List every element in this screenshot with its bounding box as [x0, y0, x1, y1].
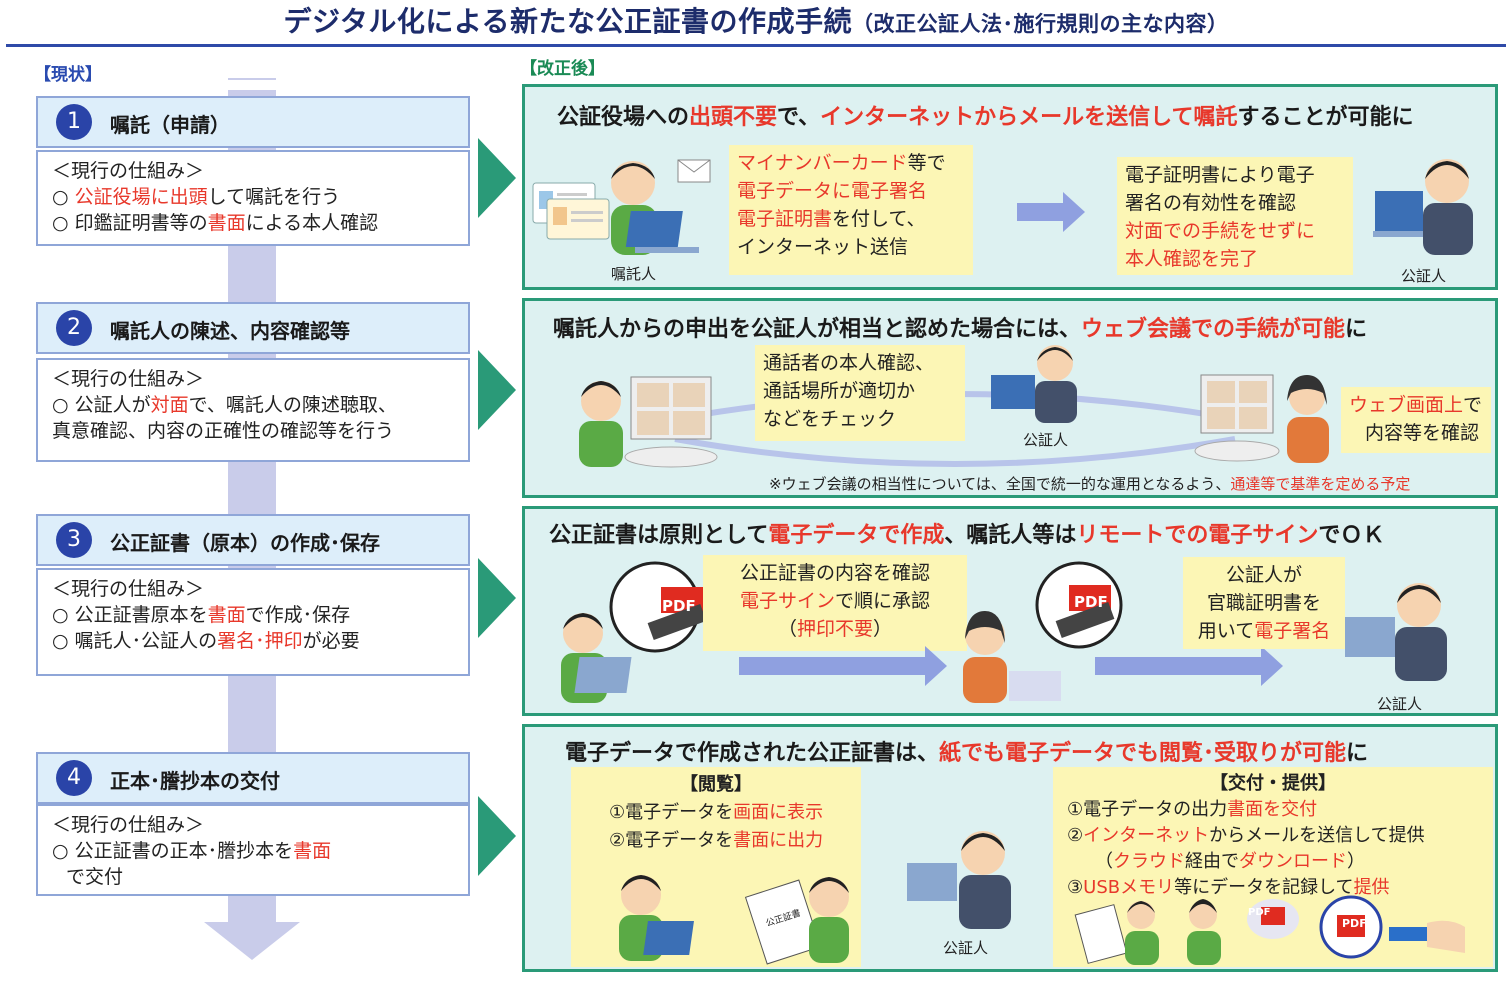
step-4-line-2: で交付	[66, 866, 124, 888]
client-web-meeting-icon	[579, 376, 718, 468]
step-1-heading: ＜現行の仕組み＞	[52, 160, 205, 182]
step-2-heading: ＜現行の仕組み＞	[52, 368, 205, 390]
step-1-body: ＜現行の仕組み＞ ○ 公証役場に出頭して嘱託を行う ○ 印鑑証明書等の書面による…	[36, 150, 470, 246]
step-3-heading: ＜現行の仕組み＞	[52, 578, 205, 600]
panel-2-box-2: ウェブ画面上で 内容等を確認	[1341, 387, 1491, 453]
panel-3-flow-arrow-1	[739, 646, 947, 686]
step-1-title: 嘱託（申請）	[110, 113, 230, 137]
panel-3-box-2: 公証人が 官職証明書を 用いて電子署名	[1183, 557, 1345, 649]
label-current: 【現状】	[34, 65, 102, 85]
panel-1-flow-arrow	[1017, 192, 1085, 232]
title-sub: （改正公証人法･施行規則の主な内容）	[852, 12, 1229, 36]
connector-arrow-3	[478, 558, 516, 638]
step-4-title: 正本･謄抄本の交付	[110, 769, 280, 793]
flow-arrow-head	[204, 922, 300, 960]
panel-4: 電子データで作成された公正証書は、紙でも電子データでも閲覧･受取りが可能に 【閲…	[522, 724, 1498, 972]
deliver-line-3: （クラウド経由でダウンロード）	[1095, 851, 1365, 872]
paper-delivery-icon	[1074, 901, 1159, 965]
view-heading: 【閲覧】	[680, 774, 752, 795]
step-2-line-2: 真意確認、内容の正確性の確認等を行う	[52, 420, 395, 442]
step-3-number: 3	[56, 522, 92, 558]
view-line-1: ①電子データを画面に表示	[609, 802, 824, 823]
panel-3-flow-arrow-2	[1095, 646, 1283, 686]
flow-arrow-top	[228, 78, 276, 92]
panel-1-box-2: 電子証明書により電子 署名の有効性を確認 対面での手続をせずに 本人確認を完了	[1117, 157, 1353, 275]
step-1-number: 1	[56, 104, 92, 140]
pdf-label: PDF	[1248, 907, 1271, 918]
panel-2-box-1: 通話者の本人確認、 通話場所が適切か などをチェック	[755, 345, 965, 441]
deliver-line-4: ③USBメモリ等にデータを記録して提供	[1067, 877, 1390, 898]
deliver-heading: 【交付・提供】	[1210, 773, 1336, 794]
cloud-download-icon	[1187, 899, 1299, 965]
step-3-header: 3 公正証書（原本）の作成･保存	[36, 514, 470, 566]
step-1-line-1: ○ 公証役場に出頭して嘱託を行う	[52, 186, 341, 208]
panel-2-note: ※ウェブ会議の相当性については、全国で統一的な運用となるよう、通達等で基準を定め…	[769, 475, 1411, 493]
party-e-signature-icon	[963, 561, 1123, 703]
panel-4-caption-notary: 公証人	[943, 939, 989, 957]
step-4-number: 4	[56, 760, 92, 796]
panel-4-title: 電子データで作成された公正証書は、紙でも電子データでも閲覧･受取りが可能に	[565, 741, 1369, 766]
pdf-label: PDF	[1342, 917, 1367, 930]
panel-1: 公証役場への出頭不要で、インターネットからメールを送信して嘱託することが可能に …	[522, 84, 1498, 290]
remote-party-web-meeting-icon	[1194, 374, 1329, 463]
connector-arrow-4	[478, 796, 516, 876]
notary-person-icon	[907, 831, 1011, 929]
step-3-title: 公正証書（原本）の作成･保存	[110, 531, 380, 555]
step-2-title: 嘱託人の陳述、内容確認等	[110, 319, 350, 343]
step-2-header: 2 嘱託人の陳述、内容確認等	[36, 302, 470, 354]
notary-person-icon	[991, 345, 1077, 423]
panel-3-box-1: 公正証書の内容を確認 電子サインで順に承認 （押印不要）	[703, 555, 967, 651]
step-4-header: 4 正本･謄抄本の交付	[36, 752, 470, 804]
usb-memory-icon	[1319, 895, 1465, 959]
step-3-body: ＜現行の仕組み＞ ○ 公正証書原本を書面で作成･保存 ○ 嘱託人･公証人の署名･…	[36, 568, 470, 676]
step-2-number: 2	[56, 310, 92, 346]
panel-2-title: 嘱託人からの申出を公証人が相当と認めた場合には、ウェブ会議での手続が可能に	[553, 317, 1368, 342]
step-3-line-1: ○ 公正証書原本を書面で作成･保存	[52, 604, 351, 626]
panel-1-caption-client: 嘱託人	[611, 265, 657, 283]
id-card-icon	[532, 182, 610, 240]
panel-1-title: 公証役場への出頭不要で、インターネットからメールを送信して嘱託することが可能に	[557, 105, 1414, 130]
panel-1-box-1: マイナンバーカード等で 電子データに電子署名 電子証明書を付して、 インターネッ…	[729, 145, 973, 275]
step-4-line-1: ○ 公正証書の正本･謄抄本を書面	[52, 840, 332, 862]
panel-3-caption-notary: 公証人	[1377, 695, 1423, 713]
pdf-label: PDF	[662, 597, 696, 615]
client-laptop-icon	[619, 875, 694, 961]
step-4-heading: ＜現行の仕組み＞	[52, 814, 205, 836]
client-person-icon	[611, 161, 699, 255]
step-2-line-1: ○ 公証人が対面で、嘱託人の陳述聴取、	[52, 394, 397, 416]
title-main: デジタル化による新たな公正証書の作成手続	[283, 5, 853, 38]
step-1-header: 1 嘱託（申請）	[36, 96, 470, 148]
deliver-line-1: ①電子データの出力書面を交付	[1067, 799, 1318, 820]
notary-person-icon	[1373, 159, 1473, 255]
client-e-signature-icon	[561, 561, 707, 703]
client-paper-document-icon	[744, 877, 849, 965]
panel-3-title: 公正証書は原則として電子データで作成、嘱託人等はリモートでの電子サインでＯＫ	[549, 523, 1385, 548]
connector-arrow-2	[478, 350, 516, 430]
label-after: 【改正後】	[520, 59, 605, 79]
notary-person-icon	[1345, 583, 1447, 681]
step-4-body: ＜現行の仕組み＞ ○ 公正証書の正本･謄抄本を書面 で交付	[36, 804, 470, 896]
deliver-line-2: ②インターネットからメールを送信して提供	[1067, 825, 1425, 846]
panel-3: 公正証書は原則として電子データで作成、嘱託人等はリモートでの電子サインでＯＫ P…	[522, 506, 1498, 716]
step-1-line-2: ○ 印鑑証明書等の書面による本人確認	[52, 212, 379, 234]
email-envelope-icon	[677, 159, 711, 183]
panel-2-caption-notary: 公証人	[1023, 431, 1069, 449]
step-3-line-2: ○ 嘱託人･公証人の署名･押印が必要	[52, 630, 360, 652]
panel-1-caption-notary: 公証人	[1401, 267, 1447, 285]
page-title: デジタル化による新たな公正証書の作成手続（改正公証人法･施行規則の主な内容）	[0, 0, 1512, 40]
view-line-2: ②電子データを書面に出力	[609, 830, 824, 851]
step-2-body: ＜現行の仕組み＞ ○ 公証人が対面で、嘱託人の陳述聴取、 真意確認、内容の正確性…	[36, 358, 470, 462]
pdf-label: PDF	[1074, 593, 1108, 611]
panel-2: 嘱託人からの申出を公証人が相当と認めた場合には、ウェブ会議での手続が可能に 通話…	[522, 298, 1498, 498]
connector-arrow-1	[478, 138, 516, 218]
title-divider	[6, 44, 1506, 47]
